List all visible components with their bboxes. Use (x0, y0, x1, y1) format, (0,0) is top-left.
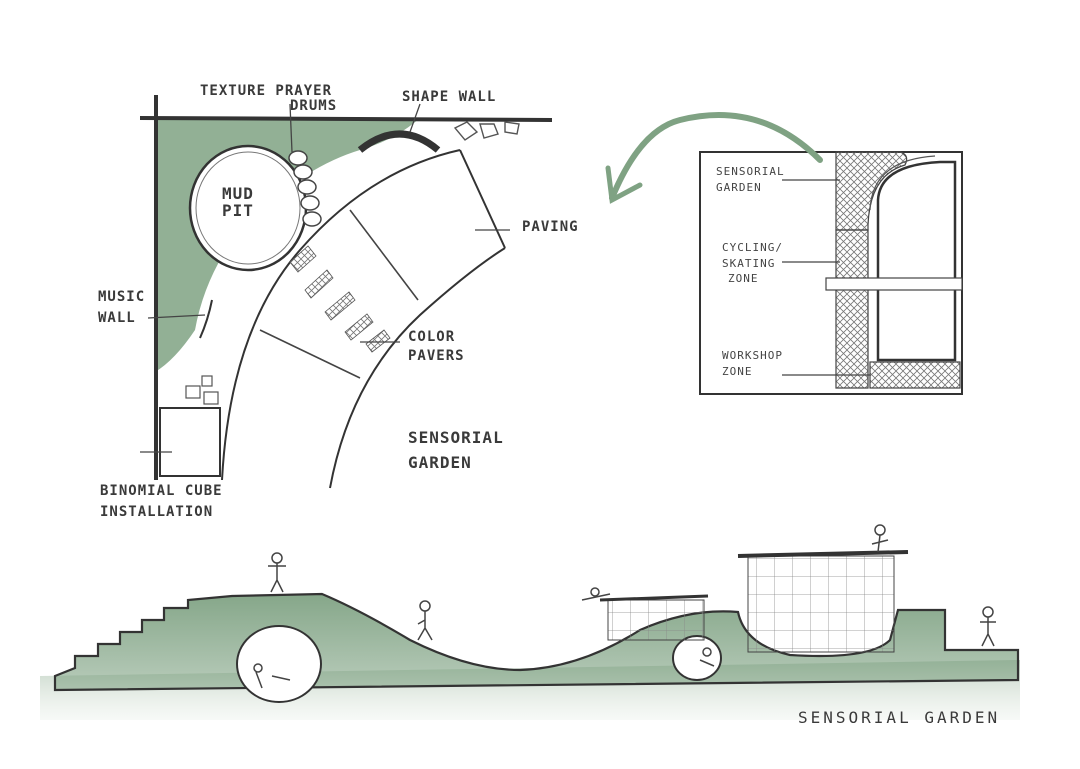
label-line: CYCLING/ (722, 241, 783, 254)
shape-wall (357, 130, 441, 153)
label-binomial-cube: BINOMIAL CUBE INSTALLATION (100, 484, 223, 519)
label-line: TEXTURE PRAYER (200, 83, 333, 99)
label-line: WORKSHOP (722, 349, 783, 362)
music-wall (199, 299, 213, 339)
key-plan (699, 151, 963, 395)
label-line: GARDEN (408, 452, 472, 472)
label-line: SENSORIAL (408, 428, 504, 447)
section-title: SENSORIAL GARDEN (798, 708, 1001, 727)
label-paving: PAVING (522, 219, 579, 235)
tunnel-left (236, 625, 322, 703)
key-plan-sensorial-zone (835, 151, 908, 231)
key-plan-cycling-zone (835, 229, 869, 389)
net-structure-large (747, 555, 895, 653)
stepping-stones (453, 121, 520, 141)
label-line: INSTALLATION (100, 503, 214, 520)
binomial-cube (159, 407, 221, 477)
label-shape-wall: SHAPE WALL (402, 89, 497, 105)
label-line: COLOR (408, 329, 456, 345)
color-pavers (289, 245, 391, 353)
people-figures (253, 524, 996, 689)
reference-arrow (609, 112, 823, 201)
key-plan-workshop-zone (869, 361, 961, 389)
garden-section (40, 524, 1020, 720)
label-line: ZONE (722, 364, 753, 378)
label-texture-prayer-drums: TEXTURE PRAYER DRUMS (200, 84, 337, 113)
label-mud-pit: MUD PIT (222, 184, 254, 220)
path-outer-curve (329, 247, 506, 489)
label-line: DRUMS (290, 97, 338, 114)
label-line: WALL (98, 309, 136, 326)
key-label-workshop-zone: WORKSHOP ZONE (722, 350, 783, 377)
boundary-wall-top (139, 116, 553, 122)
key-label-sensorial-garden: SENSORIAL GARDEN (716, 166, 785, 193)
site-plan (139, 95, 553, 489)
prayer-drums (288, 150, 322, 227)
label-line: BINOMIAL CUBE (100, 483, 223, 499)
label-line: SKATING (722, 256, 776, 270)
label-line: SENSORIAL (716, 165, 785, 178)
label-music-wall: MUSIC WALL (98, 290, 145, 325)
key-plan-boundary (876, 160, 957, 362)
label-line: MUD (222, 184, 254, 203)
label-line: MUSIC (98, 289, 146, 305)
tunnel-right (672, 635, 722, 681)
leader-lines (140, 103, 510, 453)
net-structure-small (607, 599, 705, 641)
label-line: PAVERS (408, 347, 465, 364)
label-line: PIT (222, 200, 254, 220)
label-line: ZONE (728, 272, 759, 286)
label-sensorial-garden-plan: SENSORIAL GARDEN (408, 428, 504, 472)
path-inner-curve (221, 149, 461, 481)
key-label-cycling-zone: CYCLING/ SKATING ZONE (722, 242, 783, 285)
label-color-pavers: COLOR PAVERS (408, 330, 465, 363)
label-line: GARDEN (716, 180, 762, 194)
